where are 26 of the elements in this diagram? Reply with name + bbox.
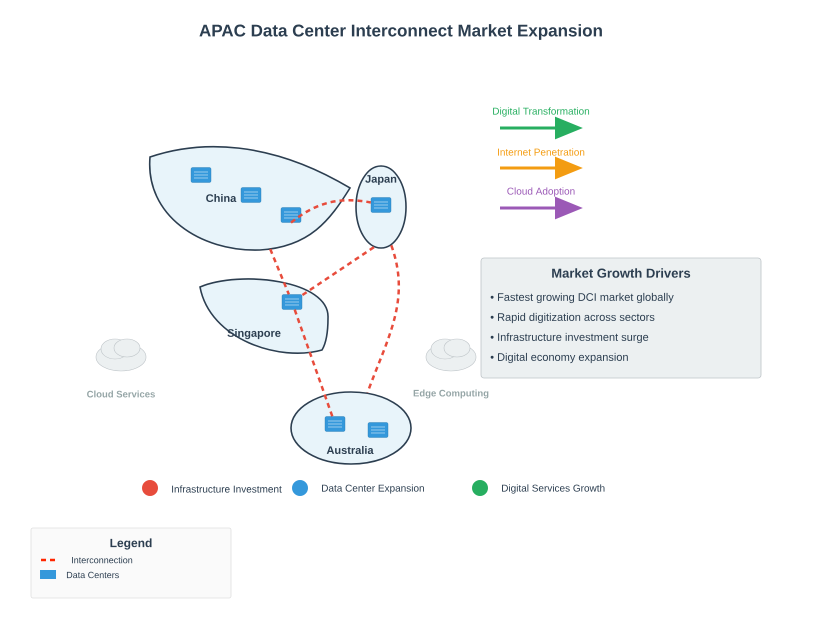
- data-center-icon: [190, 167, 212, 183]
- legend-label: Interconnection: [72, 556, 132, 564]
- interconnection-line: [366, 244, 400, 394]
- data-center-icon: [370, 197, 392, 213]
- interconnection-line: [302, 246, 375, 296]
- interconnection-line: [294, 309, 334, 417]
- legend-label: Infrastructure Investment: [172, 485, 282, 493]
- cloud-node: Cloud Services: [87, 338, 155, 398]
- legend-title: Legend: [110, 538, 152, 550]
- trend-label: Cloud Adoption: [507, 187, 575, 197]
- legend-label: Digital Services Growth: [502, 484, 604, 494]
- title: APAC Data Center Interconnect Market Expansion: [199, 24, 602, 40]
- node-label: Cloud Services: [87, 390, 155, 398]
- interconnection-line: [269, 248, 290, 295]
- legend-label: Data Centers: [66, 572, 119, 578]
- trend-label: Digital Transformation: [493, 107, 590, 117]
- data-center-icon: [368, 422, 388, 438]
- data-center-icon: [240, 187, 262, 203]
- node-label: Edge Computing: [414, 390, 488, 398]
- data-center-icon: [324, 416, 346, 432]
- interconnection-line: [290, 199, 371, 224]
- data-center-icon: [280, 207, 302, 223]
- legend-label: Data Center Expansion: [322, 484, 424, 494]
- data-center-icon: [282, 294, 302, 310]
- trend-label: Internet Penetration: [498, 148, 584, 156]
- info-box: Market Growth Drivers • Fastest growing DCI market globally • Rapid digitization across sectors • Infrastructure investment surge • Digital economy expansion: [480, 258, 762, 378]
